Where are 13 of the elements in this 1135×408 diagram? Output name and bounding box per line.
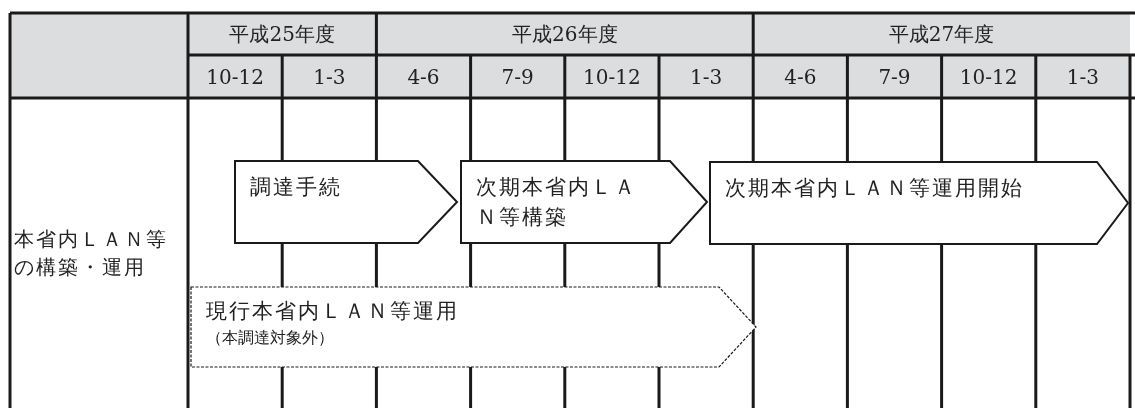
phase-bar xyxy=(190,286,757,368)
phase-bar xyxy=(234,160,458,244)
row-label: 本省内ＬＡＮ等の構築・運用 xyxy=(14,226,169,281)
step-label: 次期本省内ＬＡＮ等構築 xyxy=(476,174,638,231)
year-header: 平成27年度 xyxy=(753,13,1130,55)
year-header: 平成25年度 xyxy=(188,13,377,55)
step-label: 調達手続 xyxy=(250,174,342,201)
note-text: （本調達対象外） xyxy=(206,327,334,349)
step-label: 現行本省内ＬＡＮ等運用 xyxy=(206,298,459,325)
step-label: 次期本省内ＬＡＮ等運用開始 xyxy=(725,175,1024,202)
phase-bar xyxy=(709,161,1129,245)
phase-bar xyxy=(460,160,708,244)
year-header: 平成26年度 xyxy=(376,13,754,55)
